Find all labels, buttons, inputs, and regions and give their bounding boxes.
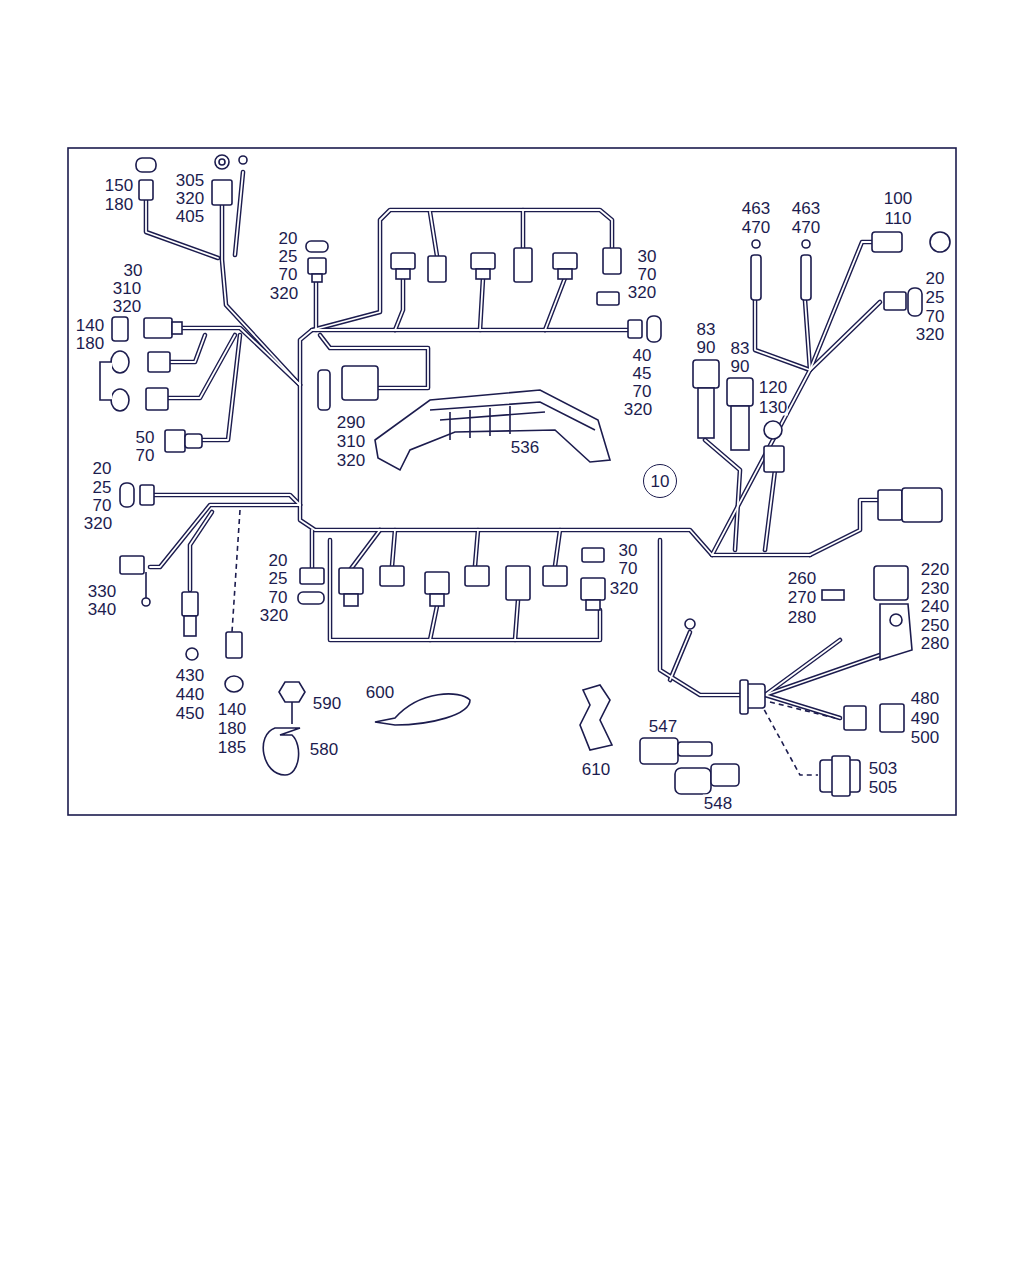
callout-number: 320 (623, 401, 653, 418)
callout-number: 548 (703, 795, 733, 812)
callout-number: 260 (787, 570, 817, 587)
callout-number: 70 (925, 308, 946, 325)
callout-circle: 10 (643, 464, 677, 498)
callout-number: 70 (278, 266, 299, 283)
callout-number: 70 (618, 560, 639, 577)
callout-number: 280 (787, 609, 817, 626)
callout-number: 180 (104, 196, 134, 213)
callout-number: 110 (883, 210, 912, 227)
callout-number: 480 (910, 690, 940, 707)
callout-number: 320 (269, 285, 299, 302)
callout-number: 330 (87, 583, 117, 600)
callout-number: 30 (123, 262, 144, 279)
callout-number: 30 (618, 542, 639, 559)
callout-number: 440 (175, 686, 205, 703)
callout-number: 90 (730, 358, 751, 375)
callout-number: 580 (309, 741, 339, 758)
callout-number: 83 (730, 340, 751, 357)
callout-number: 130 (758, 399, 788, 416)
callout-number: 463 (741, 200, 771, 217)
callout-number: 505 (868, 779, 898, 796)
callout-number: 140 (217, 701, 247, 718)
callout-number: 180 (75, 335, 105, 352)
callout-number: 600 (365, 684, 395, 701)
callout-number: 610 (581, 761, 611, 778)
callout-number: 450 (175, 705, 205, 722)
callout-number: 290 (336, 414, 366, 431)
callout-number: 120 (758, 379, 788, 396)
callout-number: 405 (175, 208, 205, 225)
callout-number: 320 (336, 452, 366, 469)
callout-number: 20 (925, 270, 946, 287)
callout-number: 100 (883, 190, 913, 207)
callout-number: 536 (510, 439, 540, 456)
callout-number: 463 (791, 200, 821, 217)
callout-number: 25 (92, 479, 113, 496)
callout-number: 310 (336, 433, 366, 450)
callout-number: 320 (915, 326, 945, 343)
callout-number: 240 (920, 598, 950, 615)
callout-number: 320 (627, 284, 657, 301)
callout-number: 83 (696, 321, 717, 338)
callout-number: 320 (83, 515, 113, 532)
callout-number: 25 (268, 570, 289, 587)
callout-number: 320 (175, 190, 205, 207)
callout-number: 305 (175, 172, 205, 189)
callout-number: 20 (268, 552, 289, 569)
callout-number: 180 (217, 720, 247, 737)
callout-number: 90 (696, 339, 717, 356)
callout-number: 320 (609, 580, 639, 597)
callout-number: 70 (637, 266, 658, 283)
callout-number: 250 (920, 617, 950, 634)
callout-number: 220 (920, 561, 950, 578)
callout-number: 470 (741, 219, 771, 236)
callout-number: 230 (920, 580, 950, 597)
callout-number: 20 (92, 460, 113, 477)
callout-number: 590 (312, 695, 342, 712)
callout-number: 430 (175, 667, 205, 684)
callout-number: 70 (135, 447, 156, 464)
callout-number: 25 (278, 248, 299, 265)
callout-number: 470 (791, 219, 821, 236)
callout-number: 185 (217, 739, 247, 756)
callout-number: 503 (868, 760, 898, 777)
callout-number: 500 (910, 729, 940, 746)
callout-number: 340 (87, 601, 117, 618)
callout-number: 140 (75, 317, 105, 334)
callout-number: 70 (632, 383, 653, 400)
callout-number: 310 (112, 280, 142, 297)
callout-number: 270 (787, 589, 817, 606)
callout-number: 30 (637, 248, 658, 265)
callout-number: 20 (278, 230, 299, 247)
callout-number: 70 (268, 589, 289, 606)
callout-number: 490 (910, 710, 940, 727)
callout-number: 547 (648, 718, 678, 735)
callout-number: 10 (651, 473, 670, 490)
callout-number: 320 (259, 607, 289, 624)
callout-number: 40 (632, 347, 653, 364)
callout-number: 150 (104, 177, 134, 194)
callout-number: 45 (632, 365, 653, 382)
callout-number: 70 (92, 497, 113, 514)
callout-number: 25 (925, 289, 946, 306)
callout-number: 320 (112, 298, 142, 315)
callout-number: 50 (135, 429, 156, 446)
callout-number: 280 (920, 635, 950, 652)
